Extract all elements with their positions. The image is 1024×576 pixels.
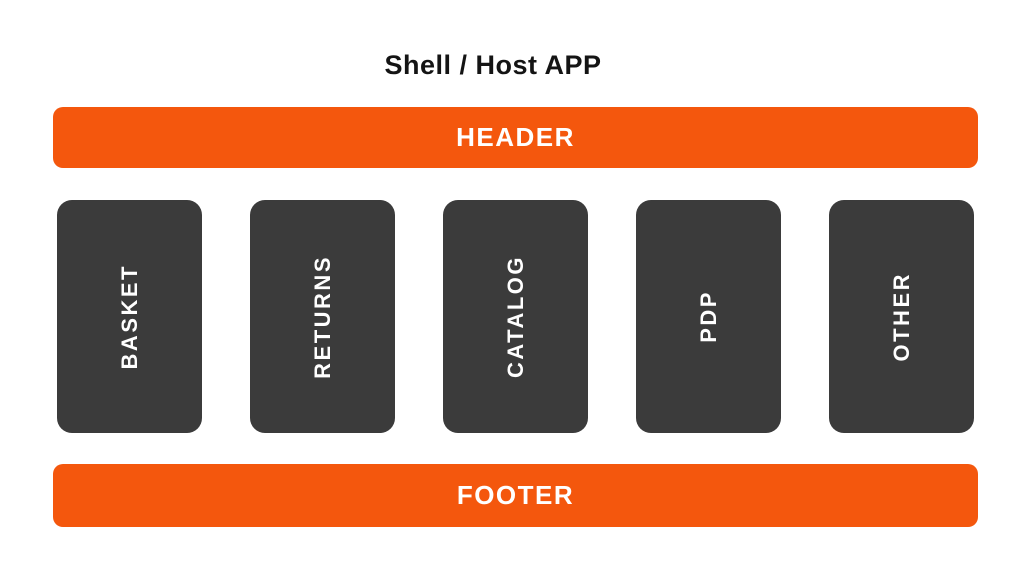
modules-row: BASKET RETURNS CATALOG PDP OTHER <box>57 200 974 433</box>
module-label-catalog: CATALOG <box>502 255 528 378</box>
module-card-pdp: PDP <box>636 200 781 433</box>
module-card-basket: BASKET <box>57 200 202 433</box>
footer-bar: FOOTER <box>53 464 978 527</box>
diagram-title: Shell / Host APP <box>384 50 602 80</box>
footer-bar-label: FOOTER <box>456 480 575 510</box>
module-card-other: OTHER <box>829 200 974 433</box>
module-label-pdp: PDP <box>695 290 721 343</box>
header-bar-label: HEADER <box>456 122 575 152</box>
module-card-returns: RETURNS <box>250 200 395 433</box>
module-card-catalog: CATALOG <box>443 200 588 433</box>
header-bar: HEADER <box>53 107 978 168</box>
module-label-other: OTHER <box>888 271 914 362</box>
module-label-returns: RETURNS <box>309 254 335 379</box>
module-label-basket: BASKET <box>116 263 142 370</box>
